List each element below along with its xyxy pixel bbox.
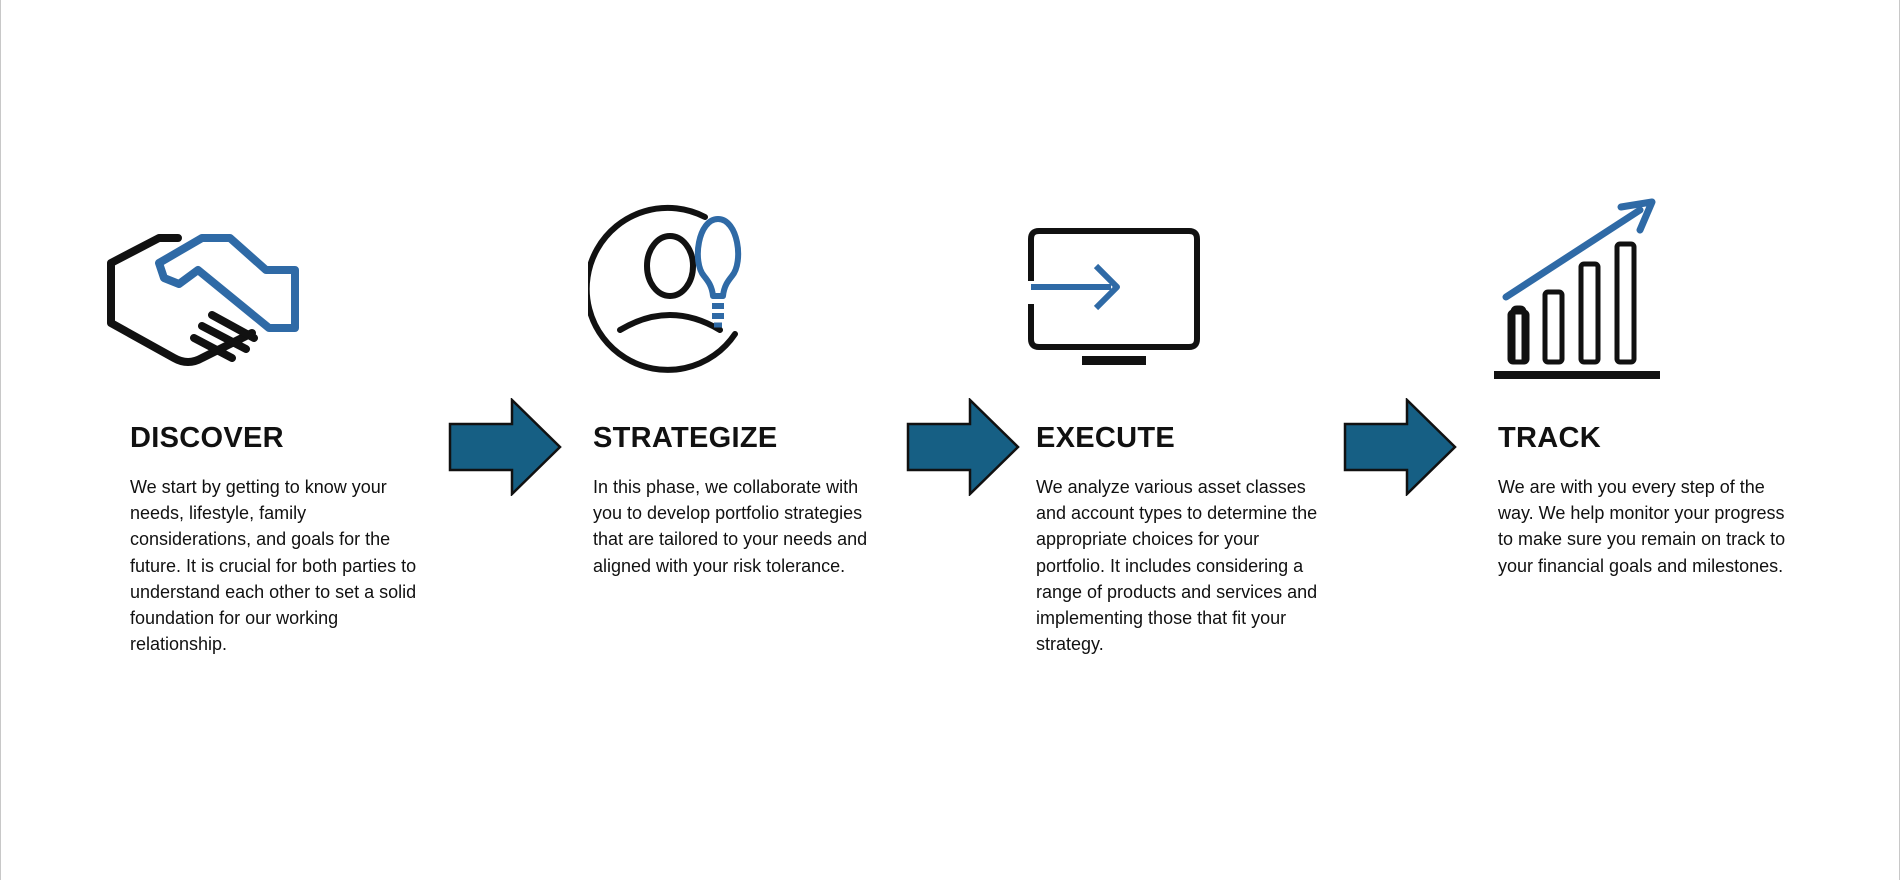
step-description: We analyze various asset classes and acc… xyxy=(1036,474,1356,657)
description-line: foundation for our working xyxy=(130,608,339,629)
description-line: future. It is crucial for both parties t… xyxy=(130,555,417,576)
step-title: DISCOVER xyxy=(130,422,284,454)
description-line: and account types to determine the xyxy=(1036,503,1318,524)
description-line: In this phase, we collaborate with xyxy=(593,477,859,497)
description-line: strategy. xyxy=(1036,634,1104,655)
step-arrow-icon xyxy=(1343,398,1457,496)
step-description: We are with you every step of the way. W… xyxy=(1498,474,1838,579)
description-line: relationship. xyxy=(130,634,228,655)
description-line: your financial goals and milestones. xyxy=(1498,555,1784,576)
description-line: aligned with your risk tolerance. xyxy=(593,555,846,576)
step-description: In this phase, we collaborate with you t… xyxy=(593,474,913,579)
description-line: you to develop portfolio strategies xyxy=(593,503,863,524)
description-line: that are tailored to your needs and xyxy=(593,529,868,550)
step-title: TRACK xyxy=(1498,422,1601,454)
description-line: to make sure you remain on track to xyxy=(1498,529,1786,550)
step-arrow-icon xyxy=(906,398,1020,496)
step-description: We start by getting to know your needs, … xyxy=(130,474,460,657)
description-line: range of products and services and xyxy=(1036,581,1318,602)
growth-chart-icon xyxy=(1494,198,1660,379)
description-line: way. We help monitor your progress xyxy=(1498,503,1785,524)
description-line: understand each other to set a solid xyxy=(130,581,417,602)
description-line: We analyze various asset classes xyxy=(1036,477,1306,497)
step-title: EXECUTE xyxy=(1036,422,1176,454)
description-line: We start by getting to know your xyxy=(130,477,387,497)
monitor-arrow-icon xyxy=(1028,228,1200,365)
description-line: needs, lifestyle, family xyxy=(130,503,307,524)
description-line: implementing those that fit your xyxy=(1036,608,1287,629)
description-line: appropriate choices for your xyxy=(1036,529,1260,550)
step-arrow-icon xyxy=(448,398,562,496)
description-line: considerations, and goals for the xyxy=(130,529,391,550)
description-line: We are with you every step of the xyxy=(1498,477,1765,497)
description-line: portfolio. It includes considering a xyxy=(1036,555,1304,576)
step-title: STRATEGIZE xyxy=(593,422,778,454)
handshake-icon xyxy=(107,234,299,366)
person-lightbulb-icon xyxy=(588,204,742,373)
